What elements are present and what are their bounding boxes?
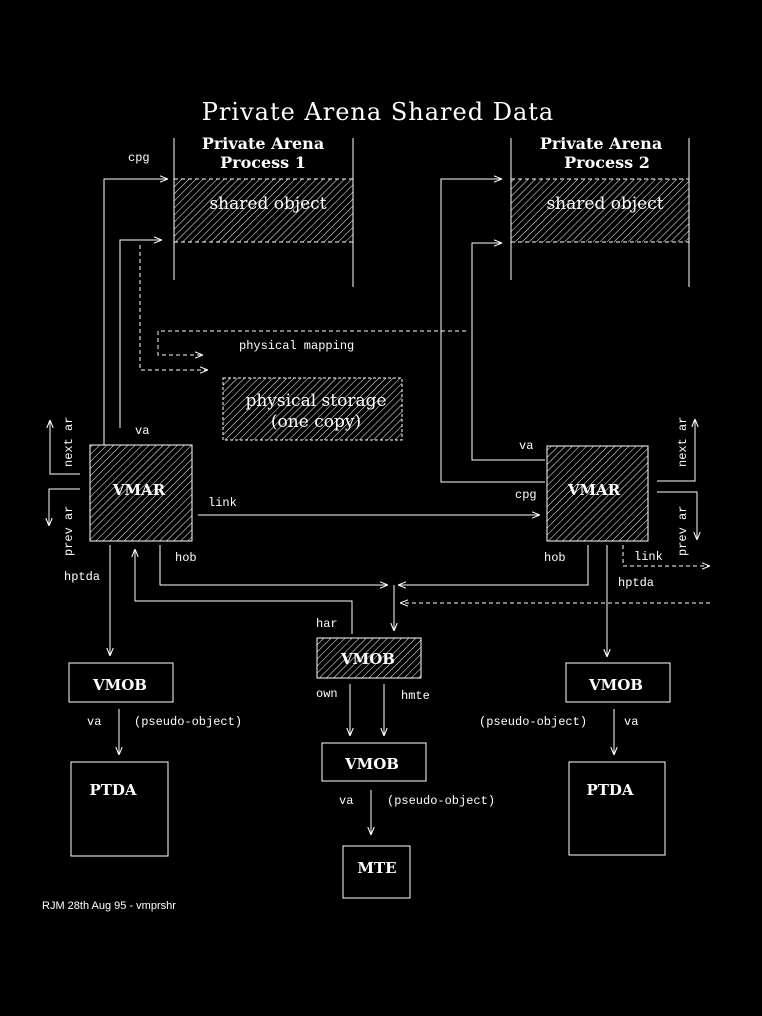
va-right-label: va [624, 715, 638, 729]
har-label: har [316, 617, 338, 631]
pseudo-left-label: (pseudo-object) [134, 715, 242, 729]
va-left-label: va [87, 715, 101, 729]
pseudo-center-label: (pseudo-object) [387, 794, 495, 808]
physical-mapping-arrow-1 [139, 245, 208, 370]
next-ar2-arrow [657, 419, 695, 482]
arena2-shared-object [511, 179, 689, 242]
arena2-title-line1: Private Arena [540, 134, 662, 153]
footer-caption: RJM 28th Aug 95 - vmprshr [42, 900, 176, 912]
link2-label: link [634, 550, 663, 564]
vmar2-box [546, 445, 649, 542]
ptda-left-label: PTDA [89, 781, 136, 799]
physical-storage-line2: (one copy) [271, 412, 361, 432]
vmob-shared-box [316, 637, 422, 679]
prev-ar1-label: prev ar [62, 506, 76, 556]
arena2-title-line2: Process 2 [564, 153, 650, 172]
prev-ar1-arrow [49, 488, 80, 526]
arena1-title-line2: Process 1 [220, 153, 306, 172]
pseudo-right-label: (pseudo-object) [479, 715, 587, 729]
physical-storage-line1: physical storage [245, 391, 386, 411]
va-vmar2-label: va [519, 439, 533, 453]
hptda1-label: hptda [64, 570, 100, 584]
mte-box [342, 845, 411, 899]
mte-label: MTE [357, 859, 396, 877]
next-ar1-arrow [50, 420, 80, 475]
hob2-label: hob [544, 551, 566, 565]
link2-arrow [622, 545, 710, 566]
vmob-center-box [321, 742, 427, 782]
private-arena-2: Private Arena Process 2 shared object [510, 134, 690, 287]
ptda-right-label: PTDA [586, 781, 633, 799]
vmar1-box [89, 444, 193, 542]
vmar1-label: VMAR [112, 481, 166, 499]
hmte-label: hmte [401, 689, 430, 703]
vmar2-label: VMAR [567, 481, 621, 499]
arena1-title-line1: Private Arena [202, 134, 324, 153]
vmob-right-box [565, 662, 671, 703]
vmob-shared-label: VMOB [340, 650, 395, 668]
next-ar2-label: next ar [676, 417, 690, 467]
ptda-left-box [70, 761, 169, 857]
hptda2-label: hptda [618, 576, 654, 590]
cpg1-label: cpg [128, 151, 150, 165]
har-arrow [135, 549, 353, 634]
hob2-arrow [398, 545, 589, 585]
link1-label: link [208, 496, 237, 510]
va2-arrow [471, 243, 545, 461]
ptda-right-box [568, 761, 666, 856]
arena1-shared-object [174, 179, 353, 242]
diagram-title: Private Arena Shared Data [202, 98, 554, 126]
physical-mapping-label: physical mapping [239, 339, 354, 353]
private-arena-1: Private Arena Process 1 shared object [173, 134, 354, 287]
va-vmar1-label: va [135, 424, 149, 438]
vmob-left-label: VMOB [92, 676, 147, 694]
physical-mapping-arrow-2 [157, 330, 466, 355]
vmob-left-box [68, 662, 174, 703]
prev-ar2-arrow [657, 491, 697, 540]
vmob-center-label: VMOB [344, 755, 399, 773]
arena1-shared-label: shared object [209, 194, 326, 214]
cpg1-arrow [103, 179, 168, 445]
physical-storage-box [222, 377, 403, 441]
vmob-right-label: VMOB [588, 676, 643, 694]
own-label: own [316, 687, 338, 701]
next-ar1-label: next ar [62, 417, 76, 467]
arena2-shared-label: shared object [546, 194, 663, 214]
cpg2-label: cpg [515, 488, 537, 502]
va-center-label: va [339, 794, 353, 808]
hob1-label: hob [175, 551, 197, 565]
va1-arrow [119, 240, 162, 428]
prev-ar2-label: prev ar [676, 506, 690, 556]
hob1-arrow [159, 545, 388, 585]
